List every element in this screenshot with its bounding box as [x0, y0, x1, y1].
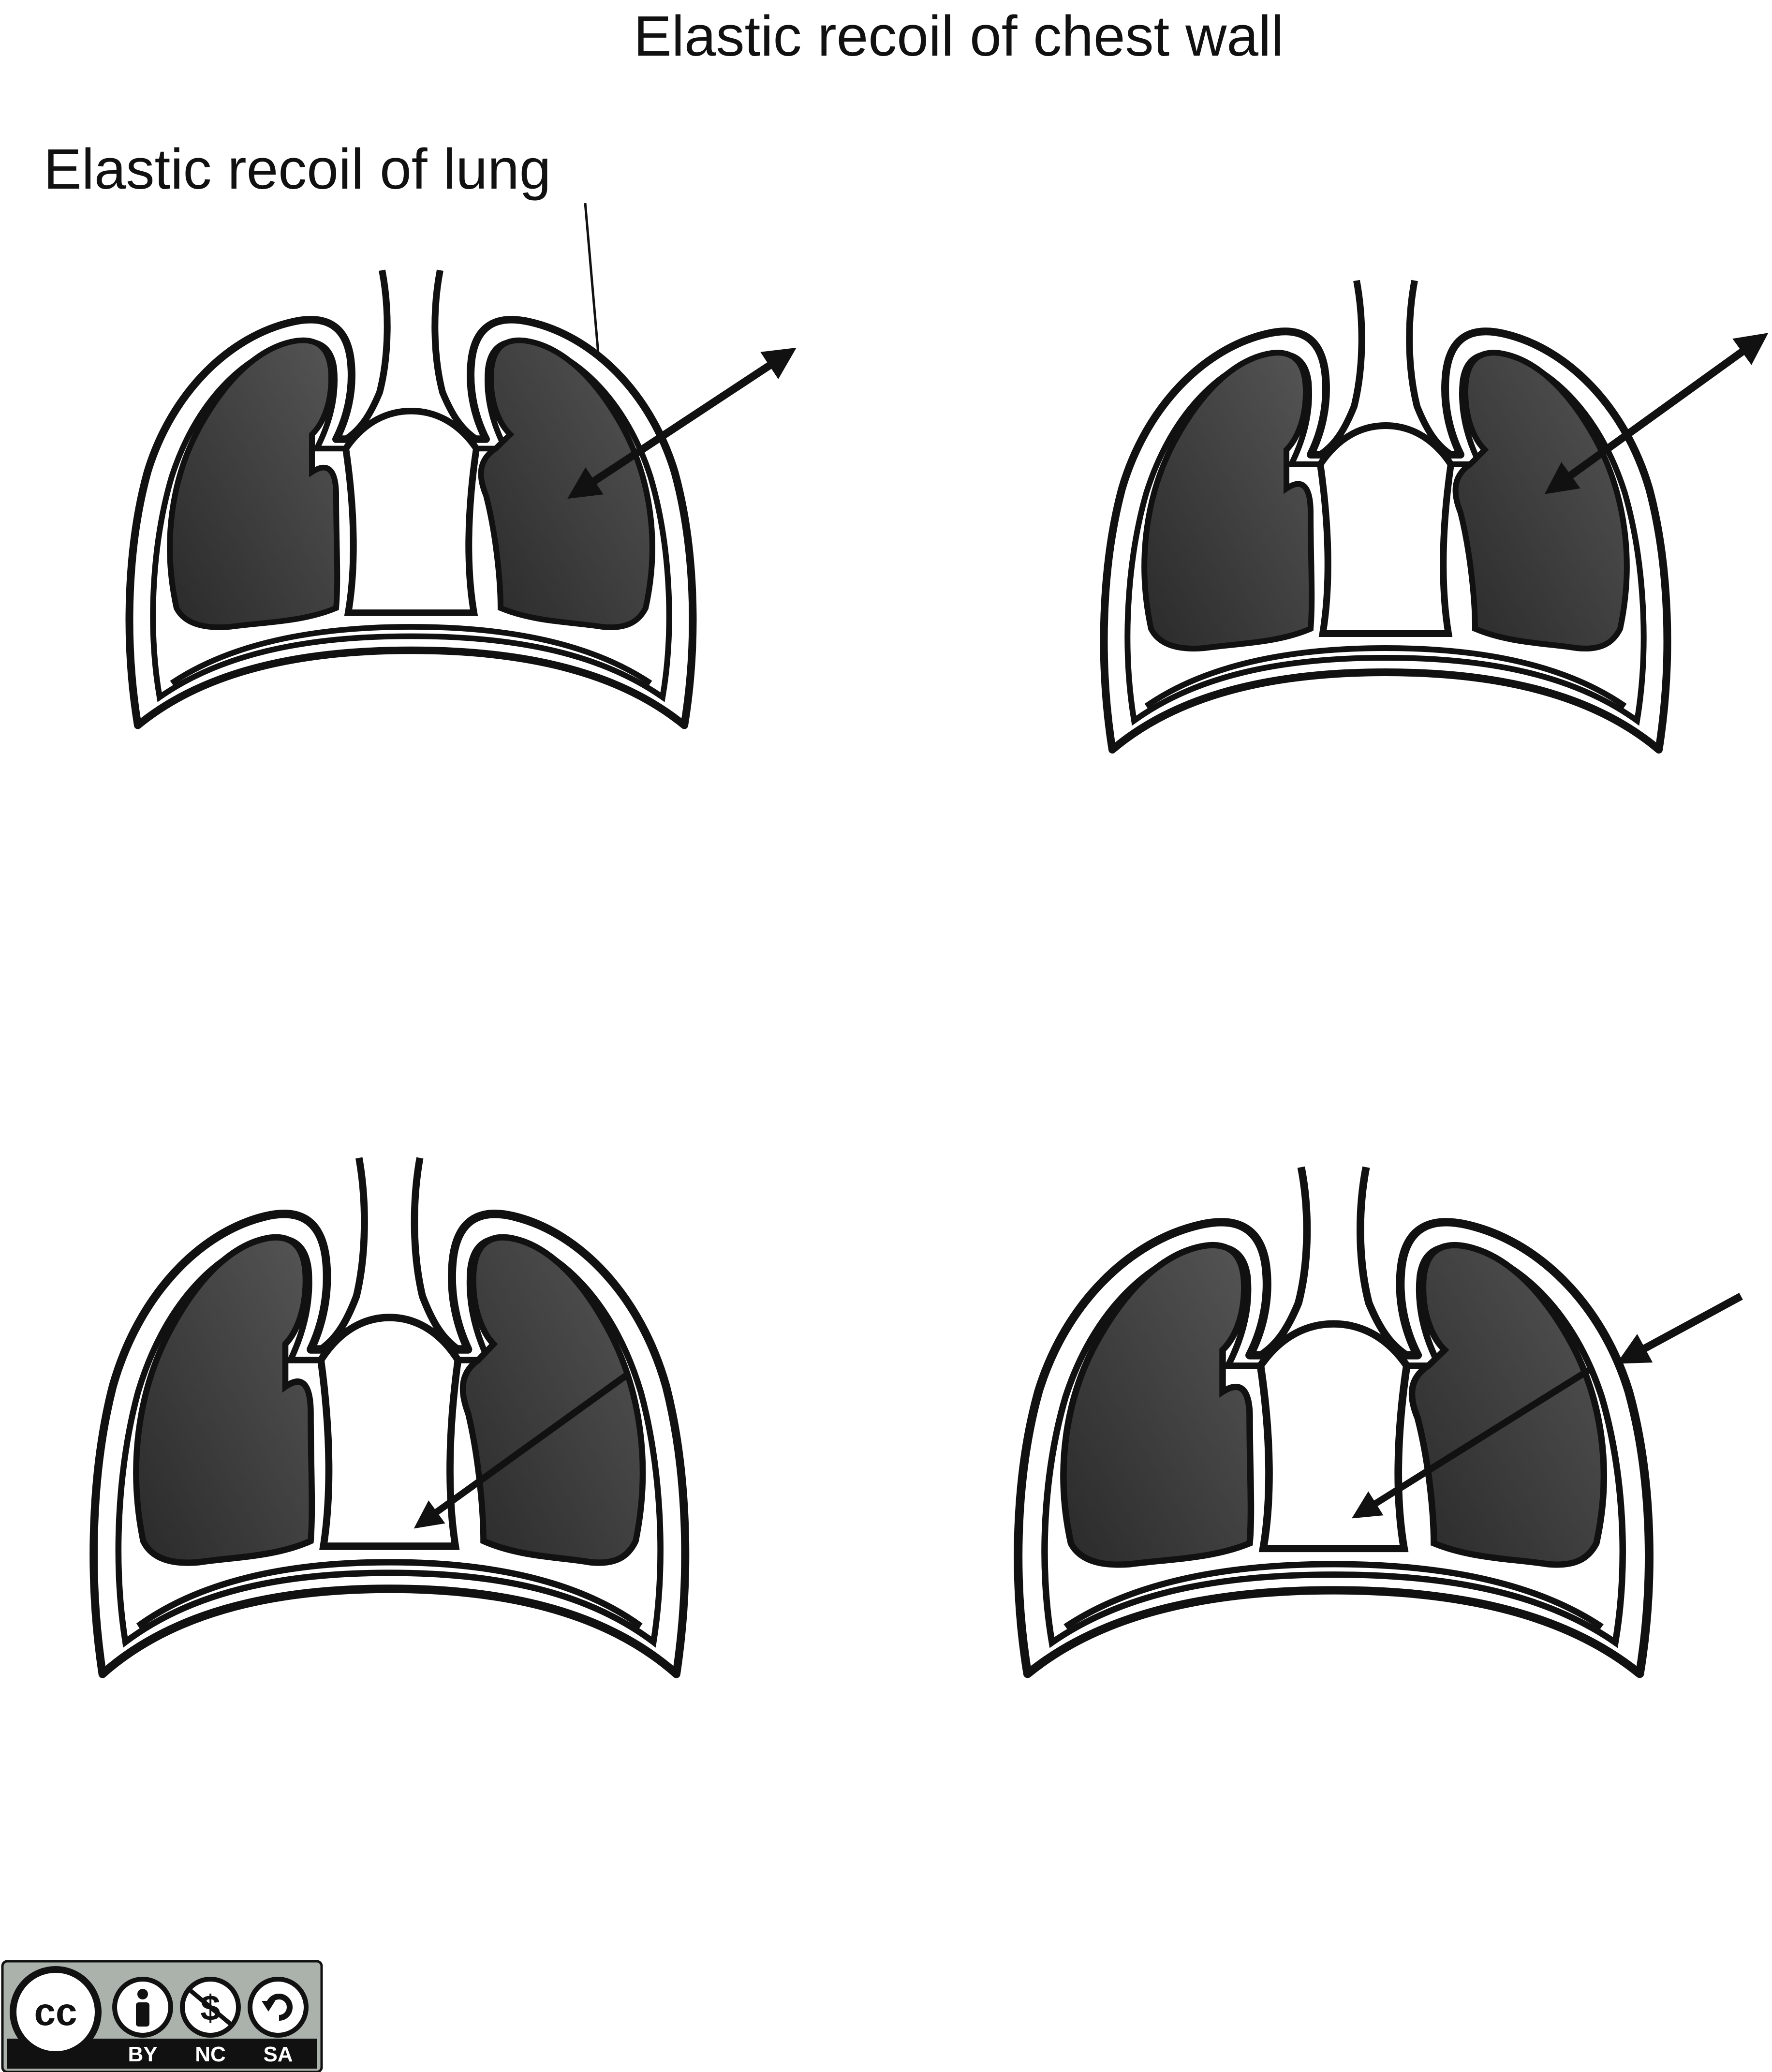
cc-logo-icon: cc	[10, 1966, 102, 2058]
noncommercial-dollar-icon: $	[180, 1977, 241, 2038]
chest-panel-bottom-left	[94, 1158, 685, 1674]
chest-panel-bottom-right	[1018, 1167, 1649, 1674]
inward-arrow-bottom-left	[413, 1371, 631, 1529]
badge-by-label: BY	[128, 2042, 157, 2066]
outer-inward-arrow-bottom-right	[1616, 1292, 1743, 1364]
cc-license-badge: cc $ BY NC SA	[1, 1960, 323, 2072]
label-lung-recoil: Elastic recoil of lung	[44, 137, 551, 201]
chest-panel-top-right	[1104, 281, 1668, 750]
double-arrow-top-right	[1544, 333, 1769, 494]
attribution-person-icon	[112, 1977, 173, 2038]
chest-panel-top-left	[130, 270, 693, 725]
badge-sa-label: SA	[263, 2042, 293, 2066]
double-arrow-top-left	[567, 347, 797, 499]
inner-inward-arrow-bottom-right	[1352, 1366, 1593, 1519]
svg-text:cc: cc	[34, 1990, 77, 2033]
badge-nc-label: NC	[195, 2042, 226, 2066]
label-chest-wall-recoil: Elastic recoil of chest wall	[634, 4, 1284, 68]
sharealike-icon	[248, 1977, 309, 2038]
